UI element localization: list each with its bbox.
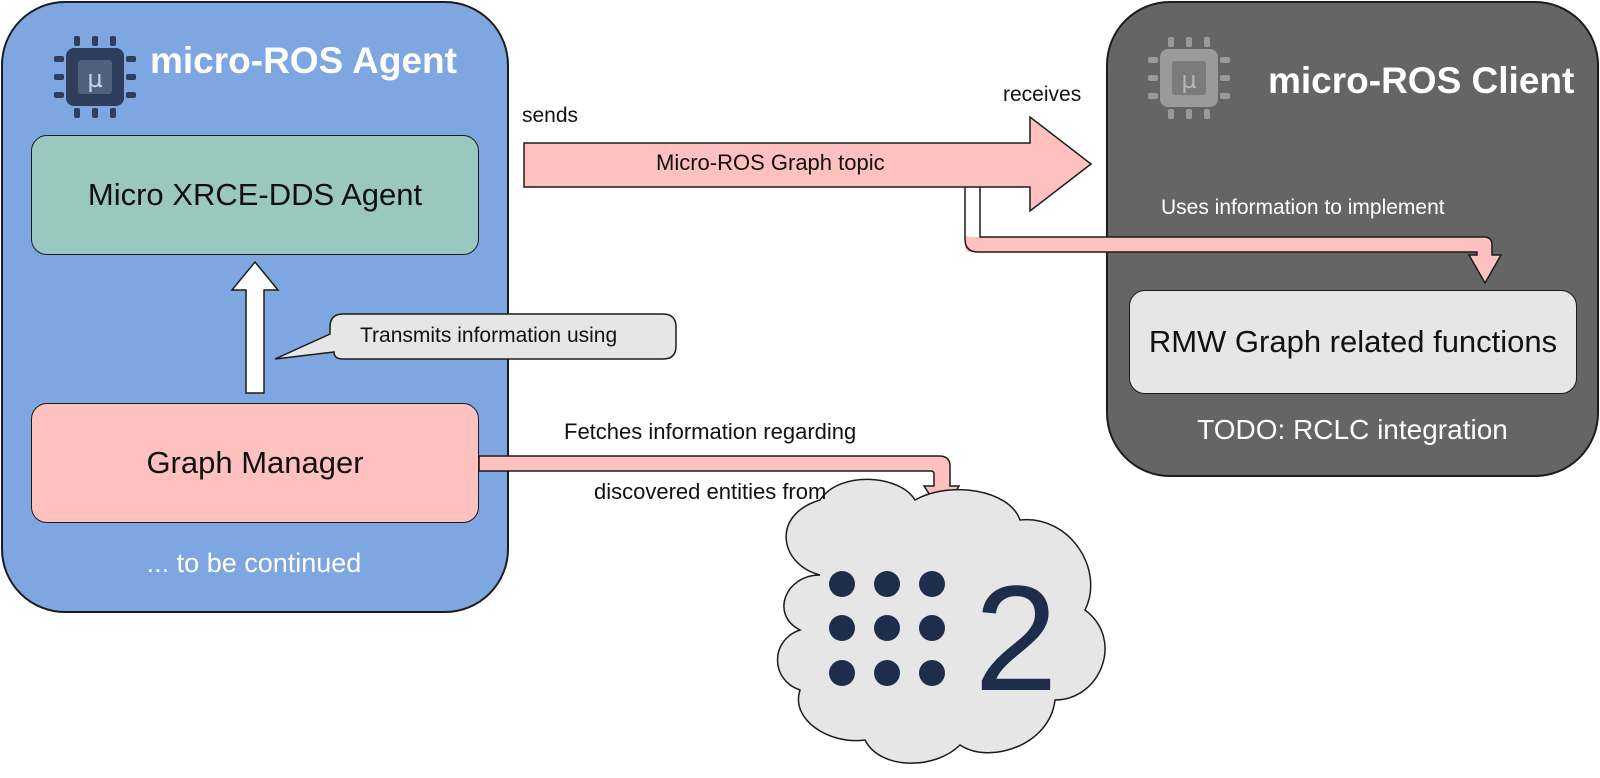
xrce-dds-agent-box: Micro XRCE-DDS Agent [31, 135, 479, 255]
graph-manager-label: Graph Manager [146, 445, 364, 480]
topic-label: Micro-ROS Graph topic [656, 150, 885, 175]
agent-footer: ... to be continued [146, 548, 362, 578]
ros2-dots-icon [829, 571, 945, 686]
rmw-graph-functions-label: RMW Graph related functions [1148, 324, 1558, 359]
client-footer: TODO: RCLC integration [1197, 414, 1508, 445]
client-title: micro-ROS Client [1268, 60, 1575, 101]
agent-title: micro-ROS Agent [150, 40, 457, 81]
transmits-label: Transmits information using [360, 324, 618, 347]
uses-label: Uses information to implement [1161, 196, 1445, 219]
rmw-graph-functions-box: RMW Graph related functions [1129, 290, 1577, 394]
uses-connector-outline [964, 187, 1503, 285]
svg-text:µ: µ [1181, 66, 1196, 94]
receives-label: receives [1003, 83, 1082, 106]
discovered-label: discovered entities from [594, 479, 827, 504]
client-microchip-icon: µ [1148, 37, 1230, 119]
sends-label: sends [522, 104, 579, 127]
transmits-callout [274, 313, 677, 360]
ros2-digit: 2 [974, 554, 1057, 722]
up-arrow [230, 260, 280, 394]
fetches-label: Fetches information regarding [564, 419, 857, 444]
xrce-dds-agent-label: Micro XRCE-DDS Agent [87, 177, 423, 212]
svg-text:µ: µ [87, 65, 102, 93]
topic-arrow [523, 115, 1093, 213]
agent-microchip-icon: µ [54, 36, 136, 118]
graph-manager-box: Graph Manager [31, 403, 479, 523]
